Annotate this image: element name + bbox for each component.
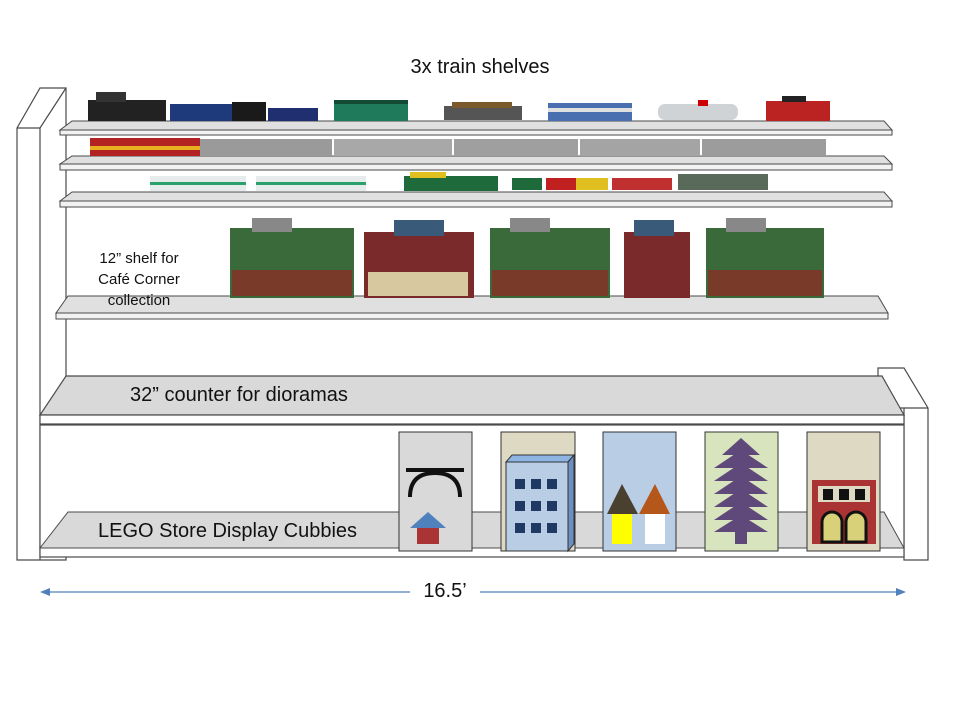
cubby-5 [806,431,881,552]
cafe-label-line-2: Café Corner [98,271,180,288]
width-dimension-label: 16.5’ [410,580,480,603]
cafe-label-line-3: collection [107,292,171,309]
train-shelves-label: 3x train shelves [410,56,550,78]
cubby-1 [398,431,473,552]
counter-surface [38,375,906,425]
train-shelf-2 [58,155,894,171]
bridge-arch-with-house-icon [406,468,464,544]
train-shelf-1 [58,120,894,136]
train-shelf-3 [58,191,894,208]
cubby-2 [500,431,576,553]
train-row-3 [150,172,768,191]
cubby-3 [602,431,677,552]
cafe-corner-buildings [230,218,824,298]
office-building-icon [504,453,576,553]
cafe-label-line-1: 12” shelf for [99,250,179,267]
shop-storefront-icon [812,480,876,544]
counter-label: 32” counter for dioramas [130,384,348,406]
two-houses-icon [607,484,670,544]
cafe-corner-shelf-label: 12” shelf for Café Corner collection [76,248,202,311]
train-row-2 [90,138,826,156]
cubby-4 [704,431,779,552]
cubbies-label: LEGO Store Display Cubbies [98,520,358,542]
train-row-1 [88,92,830,121]
pagoda-tower-icon [714,438,768,544]
